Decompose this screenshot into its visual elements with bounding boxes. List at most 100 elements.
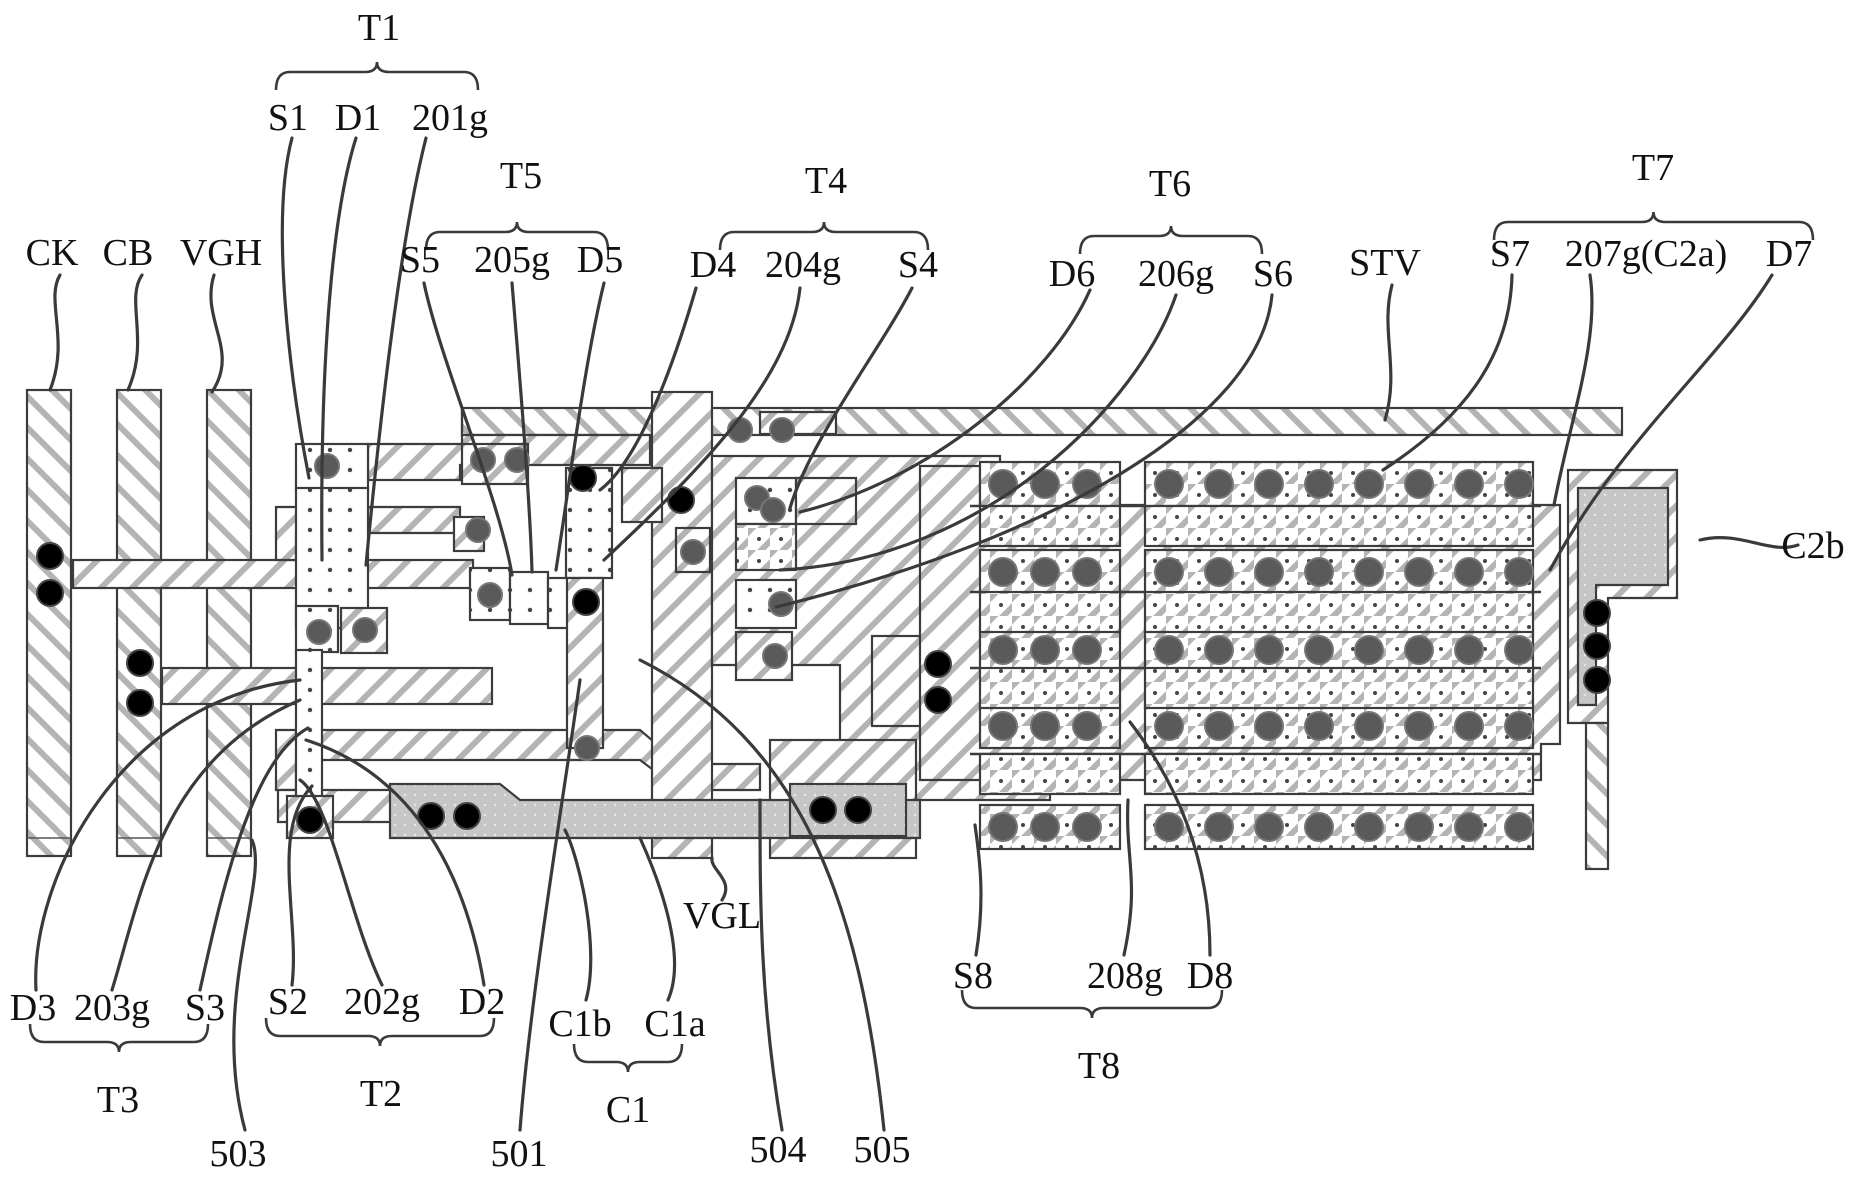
leader-line (287, 784, 314, 987)
label-D1: D1 (335, 97, 381, 139)
label-S8: S8 (953, 955, 993, 997)
vgh-line (205, 388, 253, 858)
leader-line (554, 281, 606, 572)
leader-line (758, 798, 784, 1132)
via-contact (769, 417, 795, 443)
via-contact (306, 619, 332, 645)
gate-row-right (1143, 590, 1535, 634)
via-contact (1154, 635, 1184, 665)
via-contact (1404, 711, 1434, 741)
label-503: 503 (210, 1133, 267, 1175)
cb-line (115, 388, 163, 858)
via-contact (760, 497, 786, 523)
t5-channel (508, 570, 550, 626)
stv-line (460, 406, 1624, 437)
gate-row-right (1143, 666, 1535, 710)
label-CB: CB (103, 232, 154, 274)
cb-branch-line (160, 666, 494, 706)
label-T7: T7 (1632, 147, 1674, 189)
through-hole (126, 689, 154, 717)
via-contact (1454, 711, 1484, 741)
through-hole (667, 486, 695, 514)
label-206g: 206g (1138, 253, 1214, 295)
label-T1: T1 (358, 7, 400, 49)
group-brace (28, 1023, 210, 1053)
gate-row-right (1143, 504, 1535, 548)
via-contact (1254, 635, 1284, 665)
label-202g: 202g (344, 981, 420, 1023)
label-S1: S1 (268, 97, 308, 139)
leader-line (1552, 273, 1594, 507)
leader-line (710, 856, 728, 902)
via-contact (1504, 635, 1534, 665)
label-201g: 201g (412, 97, 488, 139)
label-T2: T2 (360, 1073, 402, 1115)
via-contact (1504, 557, 1534, 587)
via-contact (1072, 635, 1102, 665)
via-contact (1204, 635, 1234, 665)
via-contact (1072, 557, 1102, 587)
ck-line (25, 388, 73, 858)
via-contact (1254, 711, 1284, 741)
leader-line (232, 838, 257, 1132)
leader-line (110, 698, 302, 992)
leader-line (598, 286, 698, 492)
via-contact (988, 635, 1018, 665)
label-205g: 205g (474, 239, 550, 281)
via-contact (1304, 557, 1334, 587)
leader-line (1548, 273, 1774, 572)
via-contact (1254, 557, 1284, 587)
via-contact (504, 447, 530, 473)
through-hole (36, 579, 64, 607)
through-hole (417, 802, 445, 830)
gate-row-left (978, 752, 1122, 796)
via-contact (1030, 812, 1060, 842)
label-C1: C1 (606, 1089, 650, 1131)
via-contact (988, 557, 1018, 587)
label-C2b: C2b (1781, 525, 1844, 567)
via-contact (1204, 557, 1234, 587)
label-204g: 204g (765, 244, 841, 286)
via-contact (988, 711, 1018, 741)
t6-right-box (794, 476, 858, 526)
label-D5: D5 (577, 239, 623, 281)
leader-line (778, 293, 1178, 572)
via-contact (1304, 469, 1334, 499)
leader-line (788, 286, 914, 510)
via-contact (1354, 557, 1384, 587)
via-contact (1030, 557, 1060, 587)
label-VGL: VGL (683, 895, 761, 937)
via-contact (1404, 469, 1434, 499)
via-contact (988, 812, 1018, 842)
leader-line (364, 136, 428, 567)
label-D6: D6 (1049, 253, 1095, 295)
label-505: 505 (854, 1129, 911, 1171)
label-D8: D8 (1187, 955, 1233, 997)
via-contact (1154, 812, 1184, 842)
via-contact (1354, 812, 1384, 842)
via-contact (1304, 635, 1334, 665)
label-S4: S4 (898, 244, 938, 286)
label-504: 504 (750, 1129, 807, 1171)
through-hole (924, 650, 952, 678)
leader-line (209, 273, 224, 394)
leader-line (1698, 535, 1800, 550)
through-hole (809, 796, 837, 824)
label-VGH: VGH (180, 232, 262, 274)
label-S6: S6 (1253, 253, 1293, 295)
label-D3: D3 (10, 987, 56, 1029)
top-labels: T1 S1 D1 201g T5 S5 205g D5 T4 D4 204g S… (26, 7, 1845, 567)
via-contact (988, 469, 1018, 499)
contact-layer (36, 417, 1611, 842)
via-contact (314, 453, 340, 479)
label-D2: D2 (459, 981, 505, 1023)
leader-line (48, 273, 62, 392)
leader-line (518, 678, 582, 1132)
through-hole (36, 542, 64, 570)
via-contact (465, 517, 491, 543)
label-T8: T8 (1078, 1045, 1120, 1087)
via-contact (1404, 635, 1434, 665)
label-T3: T3 (97, 1079, 139, 1121)
group-braces (28, 61, 1815, 1073)
